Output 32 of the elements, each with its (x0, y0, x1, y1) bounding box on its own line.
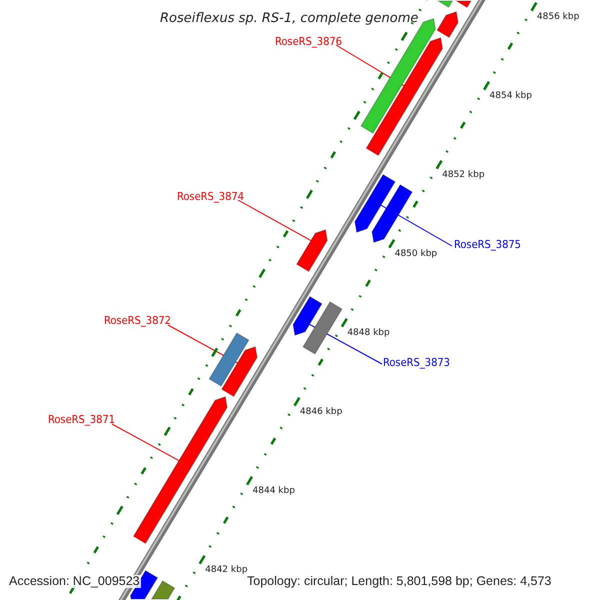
gene-label: RoseRS_3875 (454, 239, 521, 250)
gene-feature (366, 37, 444, 156)
gene-label: RoseRS_3873 (383, 357, 450, 368)
leader-line (238, 200, 312, 242)
genome-info-text: Topology: circular; Length: 5,801,598 bp; Genes: 4,573 (246, 575, 552, 588)
leader-line (112, 424, 180, 462)
gene-feature (302, 301, 343, 355)
tick-label: 4846 kbp (300, 408, 342, 417)
accession-text: Accession: NC_009523 (8, 575, 141, 588)
gene-feature (354, 174, 396, 233)
gene-feature (292, 296, 323, 336)
gene-feature (132, 396, 228, 544)
gene-feature (454, 0, 472, 8)
gene-feature (436, 11, 459, 38)
gene-label: RoseRS_3874 (177, 191, 244, 202)
gene-feature (221, 346, 258, 398)
tick-label: 4852 kbp (442, 170, 485, 180)
gene-feature (296, 229, 328, 272)
tick-label: 4844 kbp (252, 486, 295, 496)
tick-label: 4854 kbp (490, 92, 532, 101)
tick-label: 4848 kbp (347, 328, 390, 338)
gene-feature (208, 332, 250, 387)
tick-label: 4842 kbp (205, 566, 248, 575)
tick-label: 4850 kbp (394, 250, 438, 259)
gene-feature (436, 0, 454, 8)
gene-feature (371, 184, 413, 244)
tick-label: 4856 kbp (536, 12, 580, 22)
gene-label: RoseRS_3876 (275, 36, 342, 47)
gene-label: RoseRS_3871 (48, 414, 115, 425)
gene-label: RoseRS_3872 (104, 315, 171, 326)
title: Roseiflexus sp. RS-1, complete genome (160, 12, 418, 25)
gene-feature (150, 580, 176, 600)
